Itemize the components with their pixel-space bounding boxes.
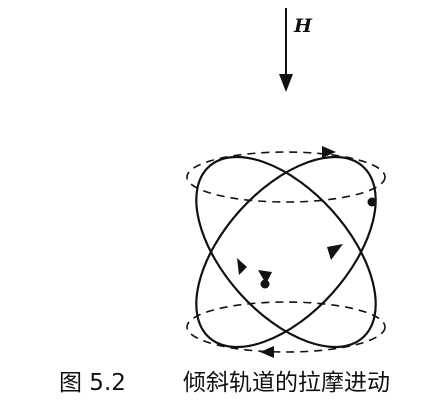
top-precession-circle [186,151,386,203]
electron-dot-lower [260,279,270,289]
figure-title: 倾斜轨道的拉摩进动 [183,370,390,396]
orbit-arrow-left [237,258,247,275]
magnetic-field-arrow [279,8,293,92]
tilted-orbit-left [195,155,377,349]
tilted-orbit-right [195,155,377,349]
bottom-circle-arrow [260,346,274,358]
bottom-precession-circle [186,301,386,353]
top-circle-arrow [322,146,336,158]
electron-dot-upper [367,197,377,207]
orbit-arrow-lower [258,270,272,284]
orbit-arrow-right [327,244,343,260]
figure-number: 图 5.2 [59,370,126,396]
field-label: H [293,15,313,37]
